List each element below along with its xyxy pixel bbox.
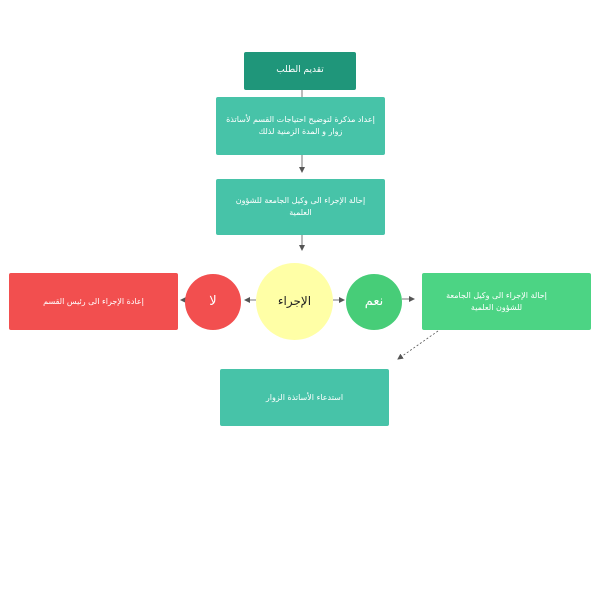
refer-to-vice-president-approved-label: إحالة الإجراء الى وكيل الجامعة للشؤون ال… bbox=[446, 290, 547, 312]
edge-refer2-to-invite bbox=[397, 330, 439, 360]
return-to-department-head-label: إعادة الإجراء الى رئيس القسم bbox=[43, 296, 144, 306]
prepare-memo-node: إعداد مذكرة لتوضيح احتياجات القسم لأساتذ… bbox=[216, 97, 385, 155]
yes-label: نعم bbox=[364, 293, 384, 309]
submit-request-label: تقديم الطلب bbox=[276, 65, 324, 76]
decision-label: الإجراء bbox=[277, 293, 312, 308]
no-label: لا bbox=[209, 293, 217, 309]
refer-to-vice-president-node: إحالة الإجراء الى وكيل الجامعة للشؤون ال… bbox=[216, 179, 385, 235]
decision-node: الإجراء bbox=[256, 263, 333, 340]
refer-to-vice-president-approved-node: إحالة الإجراء الى وكيل الجامعة للشؤون ال… bbox=[422, 273, 591, 330]
prepare-memo-label: إعداد مذكرة لتوضيح احتياجات القسم لأساتذ… bbox=[226, 115, 375, 136]
no-node: لا bbox=[185, 274, 241, 330]
return-to-department-head-node: إعادة الإجراء الى رئيس القسم bbox=[9, 273, 178, 330]
yes-node: نعم bbox=[346, 274, 402, 330]
invite-visiting-professors-node: استدعاء الأساتذة الزوار bbox=[220, 369, 389, 426]
submit-request-node: تقديم الطلب bbox=[244, 52, 356, 90]
refer-to-vice-president-label: إحالة الإجراء الى وكيل الجامعة للشؤون ال… bbox=[235, 196, 366, 217]
invite-visiting-professors-label: استدعاء الأساتذة الزوار bbox=[265, 392, 344, 402]
